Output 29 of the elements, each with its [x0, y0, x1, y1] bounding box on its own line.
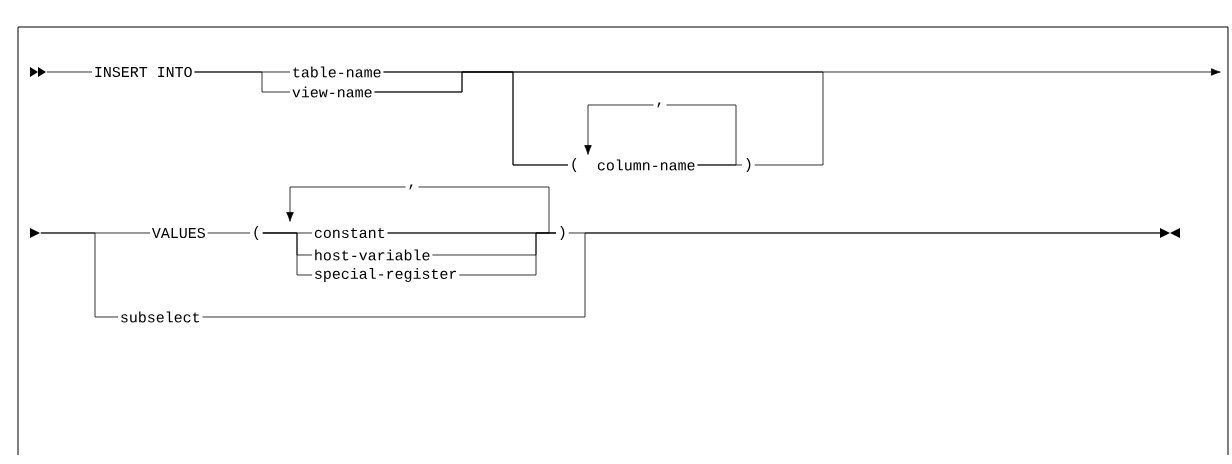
loop-arrow: [286, 186, 550, 234]
connector: [46, 71, 93, 73]
syntax-keyword: ): [560, 226, 565, 240]
connector: [754, 68, 1221, 166]
connector: [458, 232, 557, 276]
syntax-keyword: INSERT INTO: [95, 66, 192, 78]
loop-arrow: [584, 104, 737, 166]
connector: [374, 71, 824, 93]
syntax-keyword: (: [572, 158, 577, 172]
connector: [40, 232, 119, 318]
syntax-keyword: ): [746, 158, 751, 172]
connector: [207, 232, 251, 234]
syntax-keyword: special-register: [315, 268, 456, 282]
end-marker: [1160, 228, 1180, 238]
connector: [202, 232, 1161, 318]
start-marker: [30, 67, 46, 77]
edge-label: ,: [405, 182, 419, 192]
syntax-keyword: column-name: [597, 159, 695, 171]
syntax-keyword: subselect: [121, 311, 200, 323]
edge-label: ,: [653, 100, 667, 110]
syntax-keyword: view-name: [292, 86, 372, 98]
syntax-keyword: VALUES: [152, 227, 205, 239]
continuation-marker: [30, 228, 40, 238]
connector: [262, 232, 313, 276]
syntax-keyword: host-variable: [315, 249, 430, 261]
syntax-keyword: table-name: [293, 66, 381, 78]
syntax-keyword: constant: [314, 227, 385, 239]
connector: [194, 71, 291, 93]
syntax-keyword: (: [254, 226, 259, 240]
